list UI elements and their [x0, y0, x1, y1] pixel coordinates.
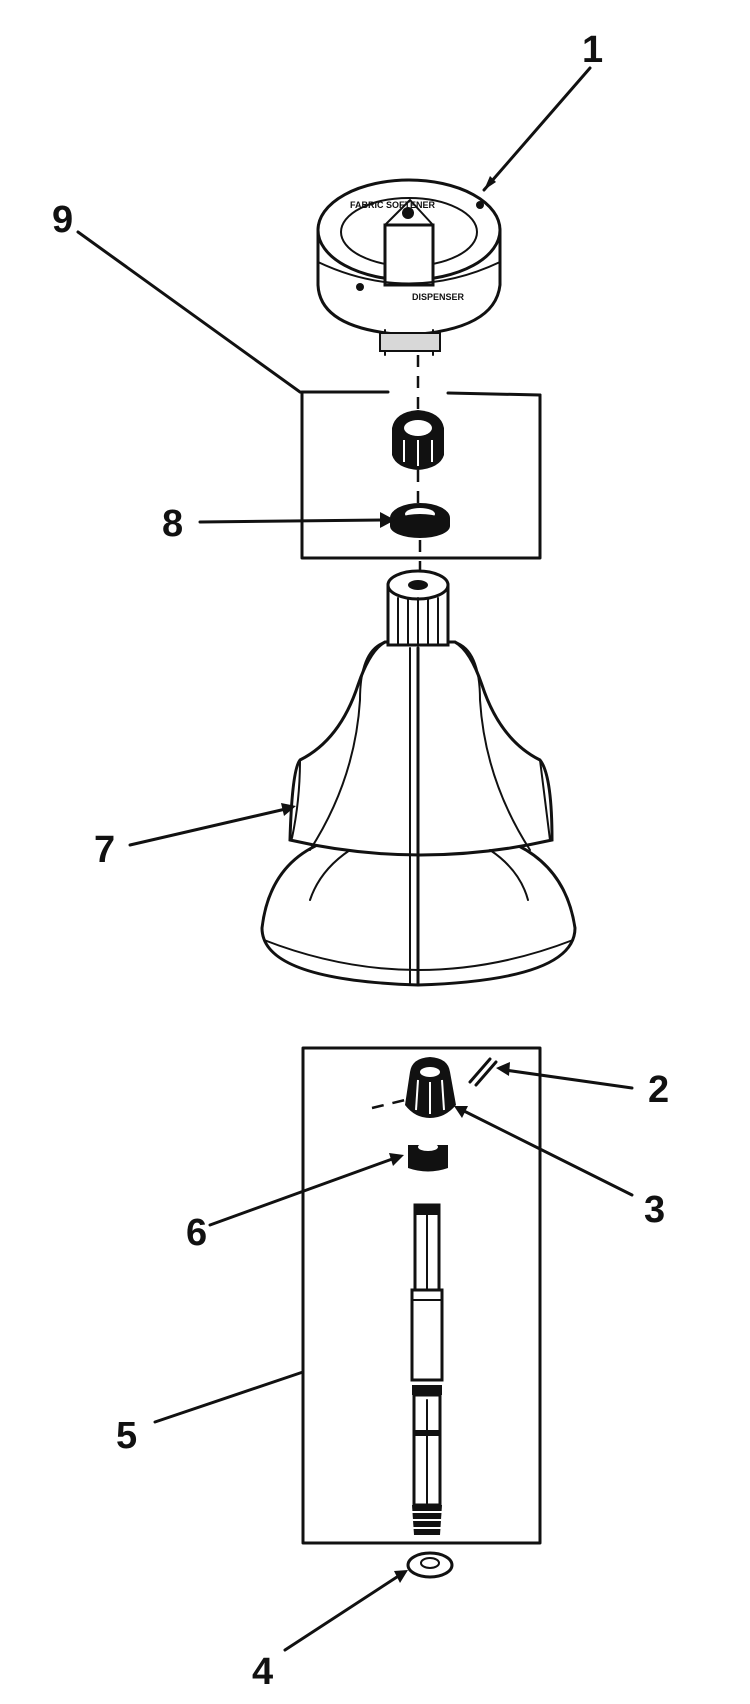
callout-2: 2: [648, 1069, 669, 1111]
callout-8: 8: [162, 503, 183, 545]
callout-4: 4: [252, 1651, 273, 1693]
part-7-agitator: [260, 569, 577, 987]
callout-9: 9: [52, 199, 73, 241]
callout-1: 1: [582, 29, 603, 71]
part-2-pin: [468, 1057, 498, 1087]
svg-text:FABRIC SOFTENER: FABRIC SOFTENER: [350, 200, 436, 210]
part-4-washer: [406, 1551, 454, 1579]
part-1-dispenser-cap: FABRIC SOFTENER DISPENSER: [316, 178, 502, 356]
callout-3: 3: [644, 1189, 665, 1231]
leader-lines: [76, 66, 634, 1652]
part-9-group-frame: [300, 390, 542, 560]
part-5-shaft: [410, 1203, 444, 1535]
callout-6: 6: [186, 1212, 207, 1254]
part-3-cap-nut: [371, 1057, 456, 1118]
part-6-small-nut: [408, 1143, 448, 1172]
callout-5: 5: [116, 1415, 137, 1457]
callout-7: 7: [94, 829, 115, 871]
part-9-coupler: [392, 410, 444, 470]
svg-text:DISPENSER: DISPENSER: [412, 292, 465, 302]
part-5-group-frame: [301, 1046, 542, 1545]
part-8-washer: [390, 503, 450, 538]
